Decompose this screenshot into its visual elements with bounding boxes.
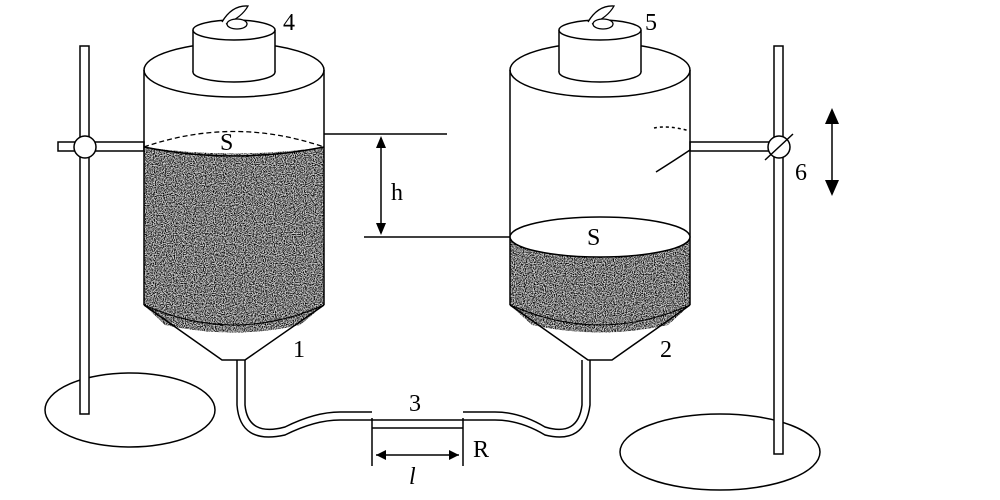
vessel-left-surface-front	[143, 146, 325, 157]
vessel-left-sand	[144, 147, 324, 333]
tube-right-outer	[463, 360, 591, 438]
left-clamp-arm	[57, 141, 145, 152]
right-clamp-hook	[655, 149, 691, 173]
label-cap-4: 4	[283, 10, 295, 36]
height-arrow-up	[376, 136, 386, 148]
left-clamp-boss	[73, 135, 97, 159]
height-arrow-down	[376, 223, 386, 235]
right-clamp-hook-back	[653, 126, 691, 132]
labels: S S h 1 2 3 4 5 6 R l	[220, 10, 807, 490]
vessel-left	[143, 5, 325, 361]
label-height: h	[391, 180, 403, 206]
label-cap-5: 5	[645, 10, 657, 36]
label-vessel-1: 1	[293, 337, 305, 363]
left-stand	[44, 45, 216, 448]
label-surface-left: S	[220, 130, 233, 156]
right-stand-base	[619, 413, 821, 491]
label-clamp-6: 6	[795, 160, 807, 186]
vessel-right-cone	[509, 304, 691, 361]
tube-left-inner	[244, 360, 372, 431]
vessel-left-cone	[143, 304, 325, 361]
right-stand-rod	[773, 45, 784, 455]
tube-right-inner	[463, 360, 583, 431]
connecting-tube	[236, 360, 591, 466]
right-clamp-arm	[689, 141, 781, 152]
height-indicator	[324, 133, 510, 238]
tube-left-outer	[236, 360, 372, 438]
left-stand-base	[44, 372, 216, 448]
right-clamp-screw	[764, 133, 794, 161]
vessel-left-cap-knob	[226, 18, 248, 30]
left-stand-rod	[79, 45, 90, 415]
label-length: l	[409, 464, 416, 490]
vessel-left-surface-back	[143, 130, 325, 148]
vessel-left-cone-rim	[143, 304, 325, 326]
tube-section-mask	[372, 420, 463, 430]
length-arrow-right	[449, 450, 459, 460]
length-arrow-left	[376, 450, 386, 460]
label-tube-3: 3	[409, 391, 421, 417]
adjust-arrow-up-head	[825, 108, 839, 124]
label-resistance: R	[473, 437, 489, 463]
vessel-right	[509, 5, 691, 361]
label-surface-right: S	[587, 225, 600, 251]
vessel-right-cap-knob	[592, 18, 614, 30]
label-vessel-2: 2	[660, 337, 672, 363]
adjust-arrow-down-head	[825, 180, 839, 196]
vessel-right-cone-rim	[509, 304, 691, 326]
